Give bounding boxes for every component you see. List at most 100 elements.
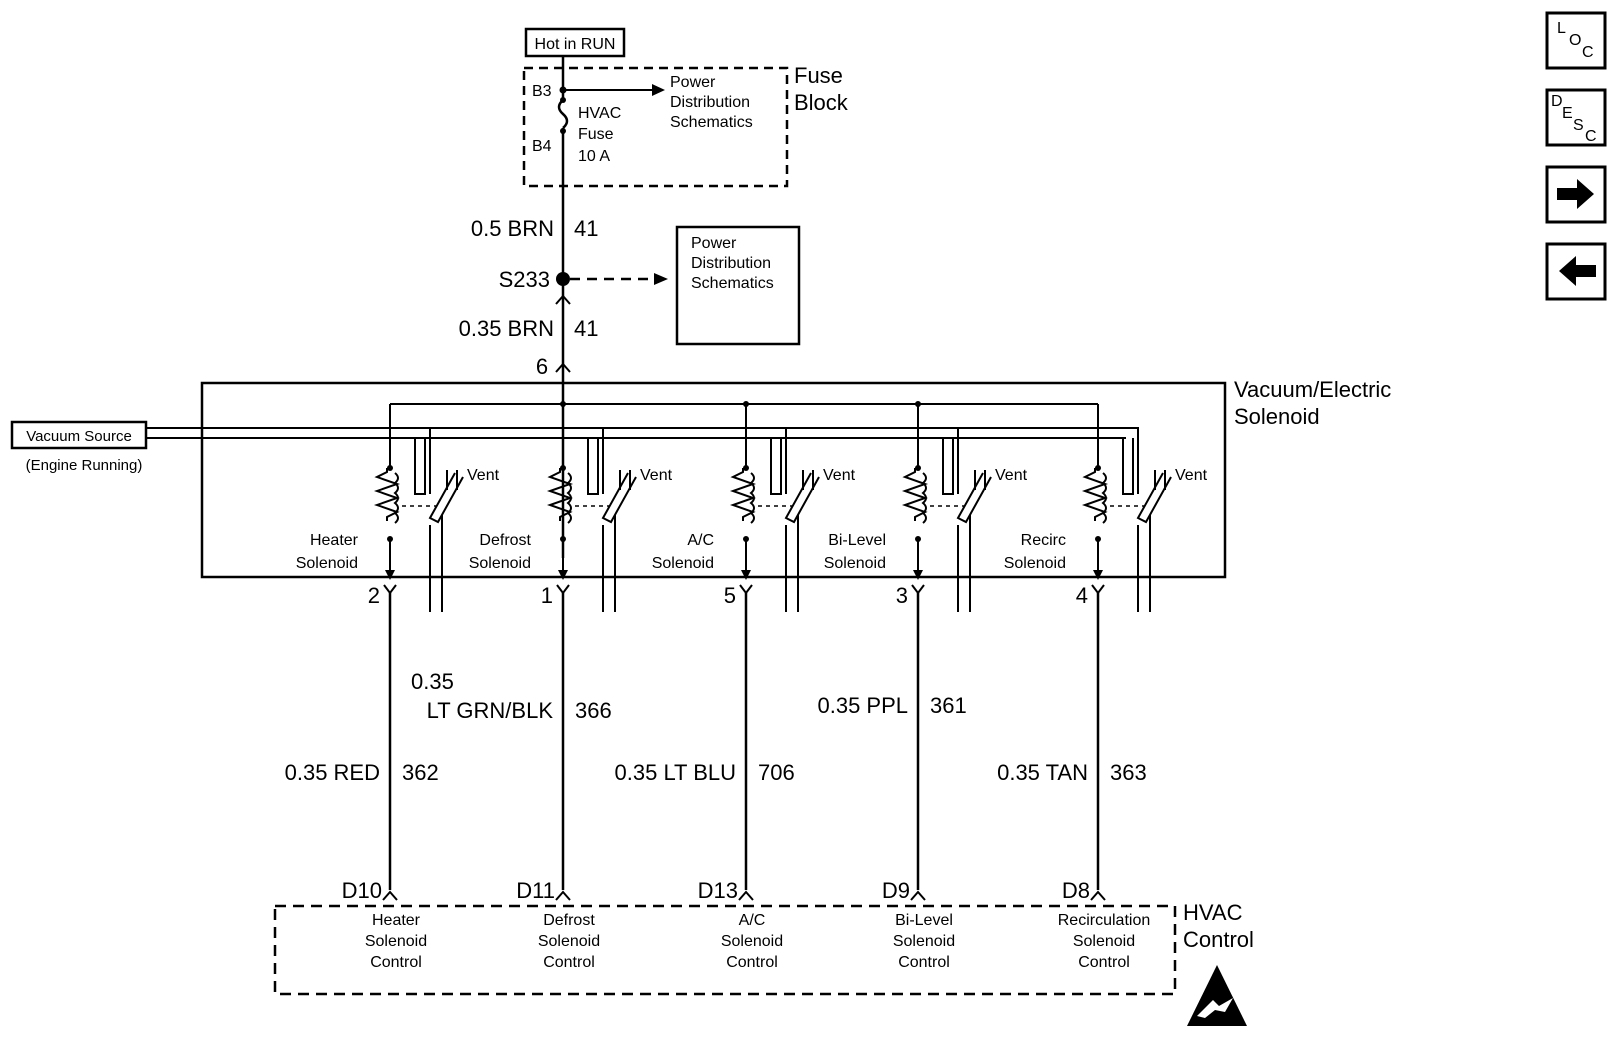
control-label: Solenoid	[365, 933, 427, 950]
wire-circuit-label: 361	[930, 693, 967, 718]
control-label: Solenoid	[721, 933, 783, 950]
valve-flap-icon	[428, 472, 464, 524]
solenoid-pin: 1	[541, 583, 553, 608]
solenoid-name: Solenoid	[824, 555, 886, 572]
engine-running-label: (Engine Running)	[26, 457, 143, 474]
solenoid-coil-icon	[729, 468, 757, 521]
control-label: Solenoid	[1073, 933, 1135, 950]
vacuum-port-icon	[414, 438, 426, 495]
solenoid-coil-icon	[1081, 468, 1109, 521]
control-label: Bi-Level	[895, 912, 953, 929]
solenoid-name: Bi-Level	[828, 532, 886, 549]
desc-icon: D	[1551, 93, 1563, 110]
b3-label: B3	[532, 83, 552, 100]
loc-button[interactable]: L O C	[1545, 11, 1607, 70]
pds-box-label: Power Distribution Schematics	[691, 235, 774, 292]
svg-text:Hot in RUN: Hot in RUN	[535, 36, 616, 53]
connector-label: D11	[516, 878, 555, 903]
vacuum-port-icon	[770, 438, 782, 495]
next-button[interactable]	[1545, 165, 1607, 224]
svg-text:Solenoid: Solenoid	[1234, 404, 1320, 429]
vacuum-port-icon	[587, 438, 599, 495]
svg-text:E: E	[1562, 105, 1573, 122]
loc-icon: L	[1557, 20, 1566, 37]
control-label: Control	[370, 954, 422, 971]
connector-label: D10	[342, 878, 382, 903]
solenoid-name: Defrost	[479, 532, 531, 549]
svg-text:Vacuum Source: Vacuum Source	[26, 428, 132, 445]
svg-text:S: S	[1573, 117, 1584, 134]
svg-text:C: C	[1585, 128, 1597, 145]
solenoid-name: Solenoid	[296, 555, 358, 572]
valve-flap-icon	[1136, 472, 1172, 524]
solenoid-name: Solenoid	[652, 555, 714, 572]
svg-text:Control: Control	[1183, 927, 1254, 952]
control-label: Control	[726, 954, 778, 971]
splice-s233-label: S233	[499, 267, 550, 292]
vent-label: Vent	[1175, 467, 1208, 484]
right-arrow-icon	[1557, 179, 1594, 209]
svg-text:Schematics: Schematics	[670, 114, 753, 131]
valve-flap-icon	[784, 472, 820, 524]
hvac-fuse-label: HVAC Fuse 10 A	[578, 105, 621, 165]
solenoid-name: Solenoid	[1004, 555, 1066, 572]
connector-label: D13	[698, 878, 738, 903]
solenoid-pin: 3	[896, 583, 908, 608]
svg-text:Distribution: Distribution	[691, 255, 771, 272]
desc-button[interactable]: D E S C	[1545, 88, 1607, 147]
vacuum-source-box: Vacuum Source	[10, 420, 148, 450]
svg-text:Fuse: Fuse	[578, 126, 614, 143]
vacuum-port-icon	[942, 438, 954, 495]
valve-flap-icon	[601, 472, 637, 524]
vacuum-electric-solenoid-box	[200, 381, 1227, 579]
svg-text:Vacuum/Electric: Vacuum/Electric	[1234, 377, 1391, 402]
svg-text:HVAC: HVAC	[1183, 900, 1243, 925]
solenoid-name: Recirc	[1021, 532, 1066, 549]
svg-text:Distribution: Distribution	[670, 94, 750, 111]
splice-s233	[556, 272, 570, 286]
wire-035-brn-circuit: 41	[574, 316, 598, 341]
wire-035-brn-label: 0.35 BRN	[459, 316, 554, 341]
pds-top-label: Power Distribution Schematics	[670, 74, 753, 131]
esd-warning-icon	[1187, 965, 1247, 1026]
svg-text:Fuse: Fuse	[794, 63, 843, 88]
vacuum-port-icon	[1122, 438, 1134, 495]
solenoid-name: Solenoid	[469, 555, 531, 572]
svg-text:Block: Block	[794, 90, 849, 115]
svg-text:Schematics: Schematics	[691, 275, 774, 292]
solenoid-coil-icon	[546, 468, 574, 521]
solenoid-name: Heater	[310, 532, 359, 549]
wire-05-brn-label: 0.5 BRN	[471, 216, 554, 241]
control-label: Recirculation	[1058, 912, 1150, 929]
wire-circuit-label: 362	[402, 760, 439, 785]
wire-color-label: 0.35 RED	[285, 760, 380, 785]
control-label: A/C	[739, 912, 766, 929]
pds-box	[675, 225, 801, 346]
svg-text:C: C	[1582, 44, 1594, 61]
svg-text:Power: Power	[670, 74, 716, 91]
hvac-control-label: HVAC Control	[1183, 900, 1254, 952]
wire-circuit-label: 363	[1110, 760, 1147, 785]
svg-text:HVAC: HVAC	[578, 105, 621, 122]
left-arrow-icon	[1559, 256, 1596, 286]
wire-color-label: 0.35	[411, 669, 454, 694]
prev-button[interactable]	[1545, 242, 1607, 301]
wire-color-label: 0.35 LT BLU	[615, 760, 736, 785]
fuse-block-box	[522, 66, 789, 188]
valve-flap-icon	[956, 472, 992, 524]
hvac-control-box	[273, 904, 1177, 996]
svg-text:10 A: 10 A	[578, 148, 610, 165]
wire-color-label: 0.35 PPL	[817, 693, 908, 718]
vent-label: Vent	[995, 467, 1028, 484]
control-label: Control	[1078, 954, 1130, 971]
fuse-icon	[557, 99, 569, 129]
control-label: Control	[898, 954, 950, 971]
wire-circuit-label: 366	[575, 698, 612, 723]
control-label: Control	[543, 954, 595, 971]
